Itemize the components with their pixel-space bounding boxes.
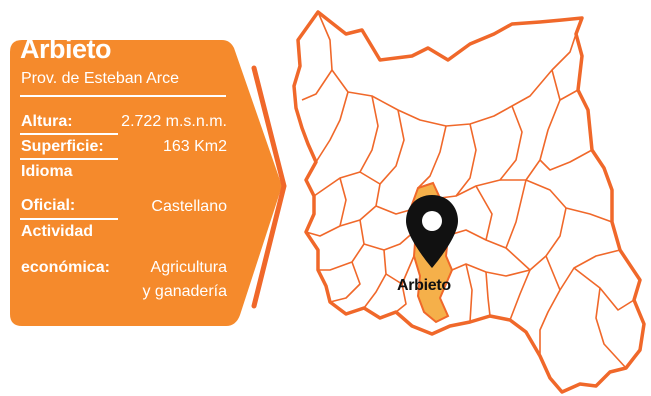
altitude-value: 2.722 m.s.n.m. — [121, 113, 227, 130]
activity-label-line1: Actividad — [21, 223, 94, 240]
area-label: Superficie: — [21, 138, 104, 155]
chevron-separator — [251, 65, 287, 309]
activity-value-line1: Agricultura — [150, 259, 227, 276]
divider — [20, 158, 118, 160]
info-card-background — [10, 40, 282, 326]
altitude-label: Altura: — [21, 113, 73, 130]
map-marker-label: Arbieto — [397, 277, 451, 294]
language-label-line2: Oficial: — [21, 197, 76, 214]
town-name: Arbieto — [20, 34, 112, 64]
province-name: Prov. de Esteban Arce — [21, 70, 180, 87]
activity-value-line2: y ganadería — [142, 283, 227, 300]
language-value: Castellano — [151, 198, 227, 215]
area-value: 163 Km2 — [162, 138, 227, 155]
divider — [20, 95, 226, 97]
divider — [20, 218, 118, 220]
location-pin-icon — [406, 195, 458, 268]
province-outline — [292, 10, 646, 394]
municipality-borders — [301, 11, 635, 369]
language-label-line1: Idioma — [21, 163, 73, 180]
activity-label-line2: económica: — [21, 259, 110, 276]
divider — [20, 133, 118, 135]
